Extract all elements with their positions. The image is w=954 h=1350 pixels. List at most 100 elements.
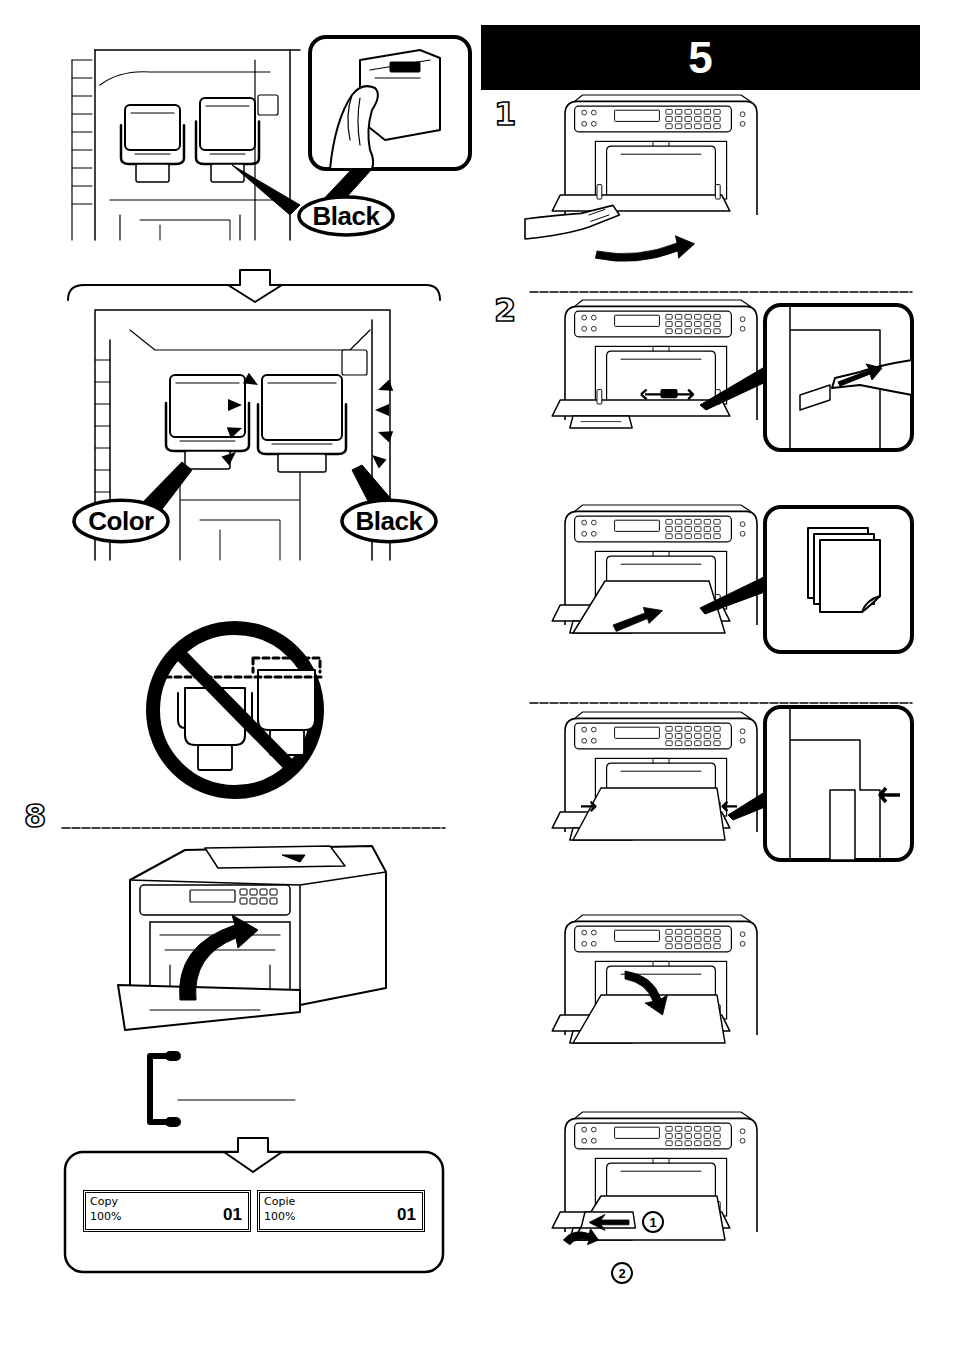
key [666, 741, 672, 746]
key [714, 734, 720, 739]
key [695, 1126, 701, 1131]
prohibition-slash [178, 652, 292, 768]
line-art [581, 421, 621, 422]
cartridge-holder [121, 105, 184, 182]
cartridge [136, 164, 169, 182]
lcd [615, 930, 660, 941]
control-panel [575, 311, 732, 337]
display-text: Copy [90, 1196, 118, 1207]
lcd-display: Copie100%01 [257, 1190, 425, 1232]
key [685, 322, 691, 327]
line-art [95, 360, 110, 361]
line-art [95, 448, 110, 449]
key [695, 519, 701, 524]
line-art [94, 50, 96, 240]
slide-arrow [677, 390, 693, 400]
line-art [95, 426, 110, 427]
document-tray [205, 846, 345, 868]
line-art [72, 60, 92, 61]
line-art [130, 872, 386, 1005]
line-art [575, 505, 751, 511]
key [714, 322, 720, 327]
button [591, 1138, 596, 1143]
button [740, 326, 745, 331]
button [582, 121, 587, 126]
key [260, 889, 267, 895]
inset-hand-cartridge [318, 50, 440, 210]
printer-front [552, 300, 757, 428]
key [695, 314, 701, 319]
dashed-outline [253, 658, 320, 672]
button [582, 531, 587, 536]
button [582, 1127, 587, 1132]
cartridge-holder [196, 98, 259, 182]
button [740, 1138, 745, 1143]
holder-handle [196, 121, 259, 164]
cartridge [211, 164, 244, 182]
inset-guide [790, 305, 912, 450]
front-tray [552, 195, 730, 211]
push-arrow [838, 364, 882, 386]
key [675, 314, 681, 319]
pull-arrow [589, 1214, 629, 1230]
key [685, 109, 691, 114]
button [582, 326, 587, 331]
key [695, 322, 701, 327]
key [685, 734, 691, 739]
key [675, 519, 681, 524]
button [591, 326, 596, 331]
line-art [130, 330, 370, 350]
line-art [206, 105, 249, 106]
inset-guide [790, 707, 900, 860]
key [714, 937, 720, 942]
button [591, 1127, 596, 1132]
key [240, 889, 247, 895]
click-mark [368, 450, 386, 468]
close-arrow [180, 915, 258, 1000]
key [270, 889, 277, 895]
button [582, 941, 587, 946]
button [591, 121, 596, 126]
key [250, 889, 257, 895]
cartridge-contacts [390, 62, 420, 72]
control-panel [575, 926, 732, 952]
key [666, 929, 672, 934]
display-text: Copie [264, 1196, 295, 1207]
line-art [165, 676, 325, 679]
key [666, 726, 672, 731]
key [714, 1141, 720, 1146]
button [740, 738, 745, 743]
key [675, 734, 681, 739]
callout-label: Black [313, 201, 380, 232]
line-art [370, 60, 430, 78]
key [714, 534, 720, 539]
key [695, 534, 701, 539]
cartridge [278, 454, 326, 472]
key [675, 109, 681, 114]
callout-circle: 1 [642, 1211, 664, 1233]
key [675, 1141, 681, 1146]
key [704, 944, 710, 949]
key [714, 527, 720, 532]
click-mark [376, 426, 393, 442]
key [270, 898, 277, 904]
button [591, 727, 596, 732]
line-art [621, 758, 701, 771]
line-art [150, 1010, 260, 1011]
control-panel [575, 106, 732, 132]
line-art [72, 204, 92, 205]
down-arrow [228, 270, 282, 302]
key [704, 322, 710, 327]
button [740, 941, 745, 946]
key [666, 527, 672, 532]
line-art [272, 443, 332, 444]
separator [530, 291, 912, 293]
key [685, 117, 691, 122]
lcd [615, 727, 660, 738]
line-art [176, 382, 239, 383]
key [666, 1141, 672, 1146]
key [704, 124, 710, 129]
step-number: 2 [494, 294, 516, 326]
key [685, 937, 691, 942]
